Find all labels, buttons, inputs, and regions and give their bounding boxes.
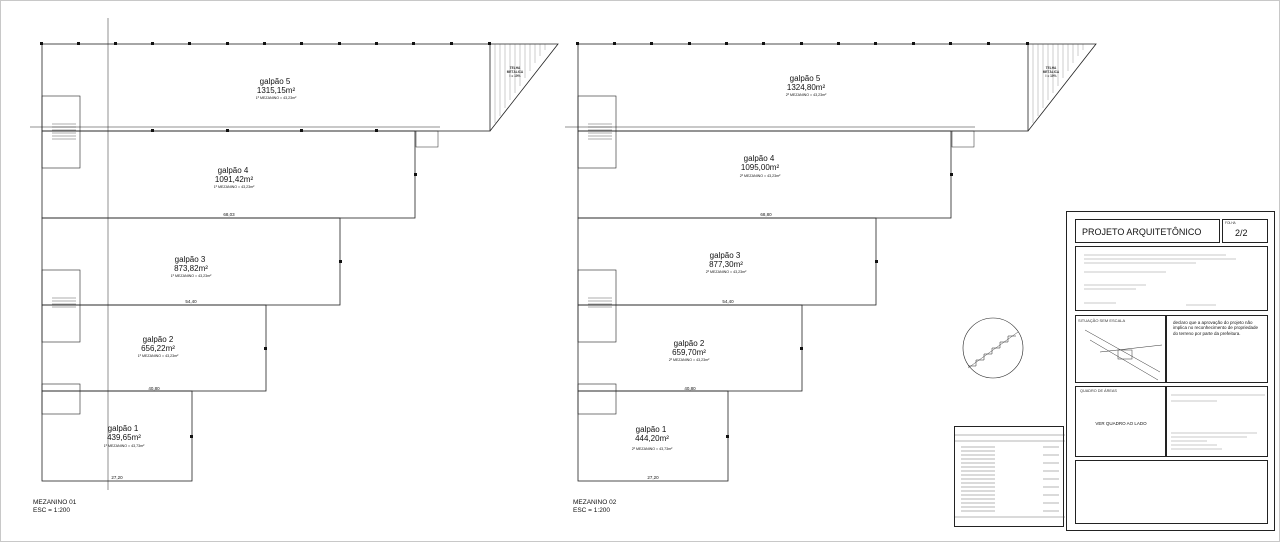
plan2-galpao3-mezanino: 2º MEZANINO = 43,23m² xyxy=(705,270,747,274)
plan1-galpao2-mezanino: 1º MEZANINO = 43,23m² xyxy=(137,354,179,358)
plan2-roof-triangle xyxy=(1027,43,1097,132)
plan1-galpao4-name: galpão 4 xyxy=(217,166,249,175)
project-description-box xyxy=(1075,246,1268,311)
plan1-scale: ESC = 1:200 xyxy=(33,507,71,514)
sheet-number-box: FOLHA 2/2 xyxy=(1222,219,1268,243)
situation-box: SITUAÇÃO SEM ESCALA xyxy=(1075,315,1166,383)
title-stamp xyxy=(1066,211,1275,531)
plan1-dim-54: 54,40 xyxy=(185,299,197,304)
declaration-text: declaro que a aprovação do projeto não i… xyxy=(1173,320,1259,336)
areas-box: QUADRO DE ÁREAS VER QUADRO AO LADO xyxy=(1075,386,1166,457)
project-title-box: PROJETO ARQUITETÔNICO xyxy=(1075,219,1220,243)
plan2-galpao1-area: 444,20m² xyxy=(635,434,669,443)
plan2-dim-54: 54,40 xyxy=(722,299,734,304)
owner-box xyxy=(1166,386,1268,457)
declaration-box: declaro que a aprovação do projeto não i… xyxy=(1166,315,1268,383)
plan1-galpao1-mezanino: 1º MEZANINO = 43,73m² xyxy=(103,444,145,448)
sheet-label: FOLHA xyxy=(1225,221,1236,225)
plan2-galpao5-mezanino: 2º MEZANINO = 43,23m² xyxy=(785,93,827,97)
plan2-galpao1-mezanino: 2º MEZANINO = 43,73m² xyxy=(631,447,673,451)
plan2-dim-68: 68,80 xyxy=(760,212,772,217)
situation-label: SITUAÇÃO SEM ESCALA xyxy=(1078,318,1126,323)
plan1-galpao2-area: 656,22m² xyxy=(141,344,175,353)
plan2-galpao4-area: 1095,00m² xyxy=(740,163,780,172)
plan1-title-block: MEZANINO 01 ESC = 1:200 xyxy=(33,499,76,515)
plan1-dim-68: 68,03 xyxy=(223,212,235,217)
see-table-note: VER QUADRO AO LADO xyxy=(1095,421,1147,426)
plan1-roof-label: TELHA METÁLICA I = 10% xyxy=(506,66,524,78)
plan1-galpao1-area: 439,65m² xyxy=(107,433,141,442)
plan1-galpao3-area: 873,82m² xyxy=(174,264,208,273)
plan1-galpao3-name: galpão 3 xyxy=(174,255,206,264)
stair-detail-circle xyxy=(962,317,1024,379)
areas-header: QUADRO DE ÁREAS xyxy=(1080,389,1117,393)
plan2-roof-label: TELHA METÁLICA I = 10% xyxy=(1042,66,1060,78)
plan1-galpao4-area: 1091,42m² xyxy=(214,175,254,184)
plan2-galpao3-area: 877,30m² xyxy=(709,260,743,269)
plan1-galpao5-name: galpão 5 xyxy=(259,77,291,86)
plan1-galpao5-mezanino: 1º MEZANINO = 43,23m² xyxy=(255,96,297,100)
plan1-galpao1-name: galpão 1 xyxy=(107,424,139,433)
plan1-title: MEZANINO 01 xyxy=(33,499,77,506)
plan2-galpao4-name: galpão 4 xyxy=(743,154,775,163)
plan1-galpao2-name: galpão 2 xyxy=(142,335,174,344)
plan2-title-block: MEZANINO 02 ESC = 1:200 xyxy=(573,499,616,515)
sheet-number: 2/2 xyxy=(1235,228,1248,238)
plan1-galpao3-mezanino: 1º MEZANINO = 43,23m² xyxy=(170,274,212,278)
plan2-galpao2-mezanino: 2º MEZANINO = 43,23m² xyxy=(668,358,710,362)
plan2-galpao2-area: 659,70m² xyxy=(672,348,706,357)
plan2-scale: ESC = 1:200 xyxy=(573,507,611,514)
plan2-galpao2-name: galpão 2 xyxy=(673,339,705,348)
plan1-dim-40: 40,80 xyxy=(148,386,160,391)
plan1-galpao4-mezanino: 1º MEZANINO = 43,23m² xyxy=(213,185,255,189)
plan2-galpao5-area: 1324,80m² xyxy=(786,83,826,92)
plan1-galpao5-area: 1315,15m² xyxy=(256,86,296,95)
plan2-dim-40: 40,80 xyxy=(684,386,696,391)
plan1-roof-triangle xyxy=(489,43,559,132)
plan2-galpao3-name: galpão 3 xyxy=(709,251,741,260)
plan2-galpao5-name: galpão 5 xyxy=(789,74,821,83)
plan2-dim-27: 27,20 xyxy=(647,475,659,480)
plan2-galpao4-mezanino: 2º MEZANINO = 43,23m² xyxy=(739,174,781,178)
signature-box xyxy=(1075,460,1268,524)
plan2-title: MEZANINO 02 xyxy=(573,499,617,506)
area-summary-table xyxy=(954,426,1065,527)
project-title: PROJETO ARQUITETÔNICO xyxy=(1082,227,1202,237)
plan2-galpao1-name: galpão 1 xyxy=(635,425,667,434)
plan1-dim-27: 27,20 xyxy=(111,475,123,480)
